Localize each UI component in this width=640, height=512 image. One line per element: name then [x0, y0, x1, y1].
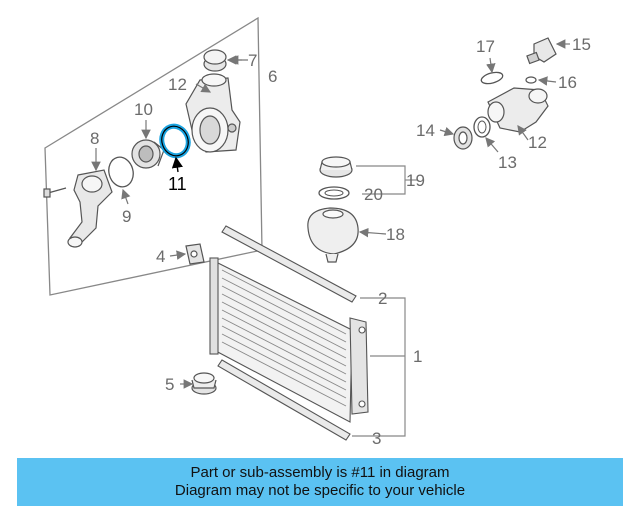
part-19-cap	[319, 156, 353, 178]
part-17-seal	[480, 71, 504, 85]
part-15-sensor	[526, 37, 557, 65]
callout-4[interactable]: 4	[156, 247, 165, 266]
part-12-housing-left	[185, 73, 241, 153]
callout-17[interactable]: 17	[476, 37, 495, 56]
callout-16[interactable]: 16	[558, 73, 577, 92]
callout-14[interactable]: 14	[416, 121, 435, 140]
part-12-flange-right	[487, 87, 549, 133]
callout-8[interactable]: 8	[90, 129, 99, 148]
part-4-bracket	[185, 243, 205, 265]
part-3-rail	[217, 359, 351, 441]
callout-3[interactable]: 3	[372, 429, 381, 448]
callout-6[interactable]: 6	[268, 67, 277, 86]
callout-20[interactable]: 20	[364, 185, 383, 204]
parts-diagram: 1 2 3 4 5 6 7 8 9 10 11 12 12 13 14 15 1…	[43, 16, 591, 448]
info-banner: Part or sub-assembly is #11 in diagram D…	[17, 458, 623, 506]
part-9-o-ring	[108, 156, 134, 188]
banner-line-part: Part or sub-assembly is #11 in diagram	[190, 464, 450, 481]
part-16-o-ring	[525, 76, 537, 84]
part-13-ring	[473, 116, 491, 138]
part-10-thermostat	[131, 139, 165, 169]
banner-line-disclaimer: Diagram may not be specific to your vehi…	[174, 482, 466, 499]
callout-19[interactable]: 19	[406, 171, 425, 190]
part-1-radiator	[209, 257, 369, 423]
part-5-mount	[191, 372, 217, 395]
callout-7[interactable]: 7	[248, 51, 257, 70]
part-2-rail	[221, 225, 357, 303]
part-14-clamp	[453, 126, 473, 150]
leader-line-11	[171, 156, 183, 173]
callout-10[interactable]: 10	[134, 100, 153, 119]
callout-9[interactable]: 9	[122, 207, 131, 226]
callout-15[interactable]: 15	[572, 35, 591, 54]
callout-2[interactable]: 2	[378, 289, 387, 308]
part-7-cap	[203, 49, 242, 72]
part-18-expansion-tank	[307, 207, 359, 263]
callout-11[interactable]: 11	[168, 174, 187, 194]
part-11-gasket-highlighted	[159, 123, 191, 159]
part-20-gasket	[318, 186, 350, 200]
callout-1[interactable]: 1	[413, 347, 422, 366]
callout-12-right[interactable]: 12	[528, 133, 547, 152]
callout-12-left[interactable]: 12	[168, 75, 187, 94]
callout-13[interactable]: 13	[498, 153, 517, 172]
leader-lines	[91, 39, 570, 389]
callout-5[interactable]: 5	[165, 375, 174, 394]
part-8-water-pipe	[43, 169, 113, 248]
callout-18[interactable]: 18	[386, 225, 405, 244]
bracket-lines	[352, 165, 418, 437]
